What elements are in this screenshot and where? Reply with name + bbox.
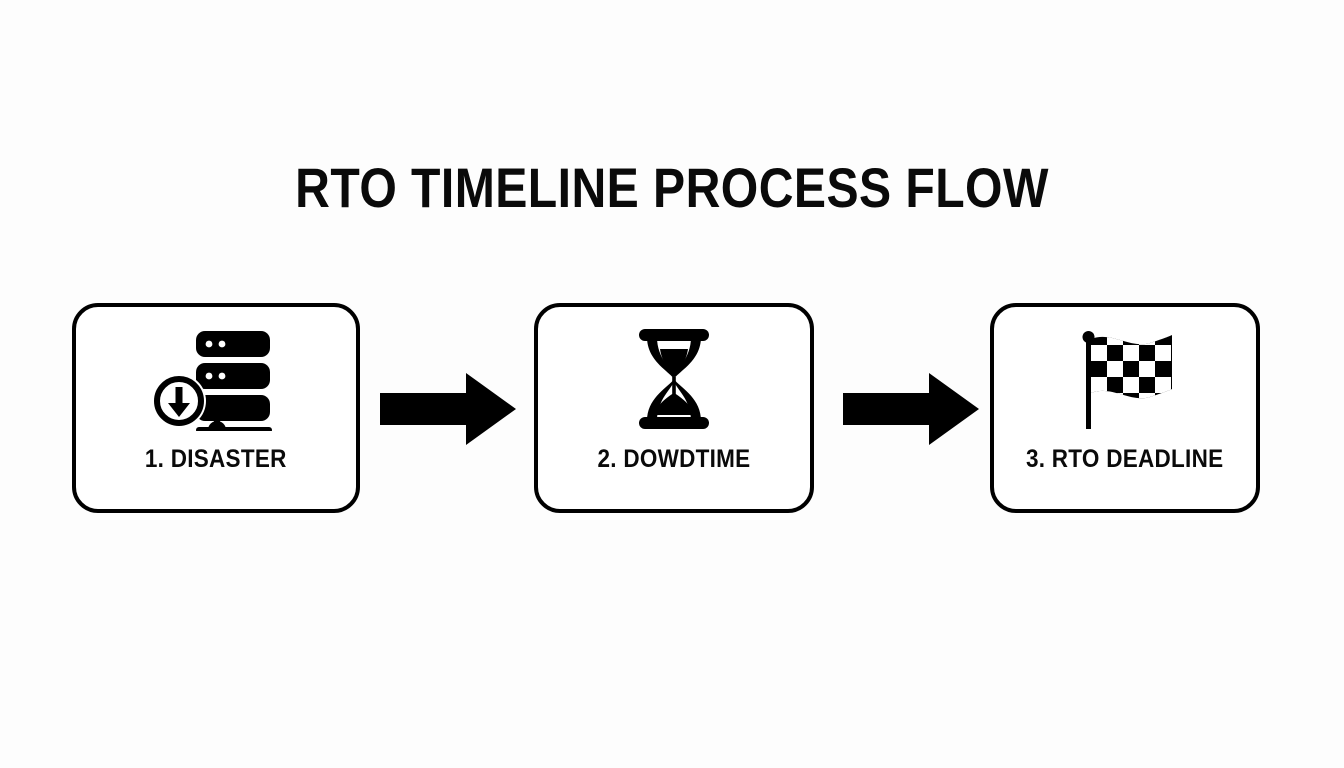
flow-step-label: 2. DOWDTIME xyxy=(597,445,751,473)
page-title: RTO TIMELINE PROCESS FLOW xyxy=(295,156,1049,219)
flow-step-label: 1. DISASTER xyxy=(145,445,287,473)
process-flow-row: 1. DISASTER xyxy=(0,303,1344,515)
flow-step-label: 3. RTO DEADLINE xyxy=(1026,445,1224,473)
checkered-flag-icon xyxy=(1072,327,1178,431)
flow-step-rto-deadline[interactable]: 3. RTO DEADLINE xyxy=(990,303,1260,513)
flow-step-disaster[interactable]: 1. DISASTER xyxy=(72,303,360,513)
server-stack-down-arrow-icon xyxy=(152,327,280,431)
flow-step-downtime[interactable]: 2. DOWDTIME xyxy=(534,303,814,513)
arrow-right-icon xyxy=(843,373,979,445)
hourglass-icon xyxy=(629,327,719,431)
arrow-right-icon xyxy=(380,373,516,445)
